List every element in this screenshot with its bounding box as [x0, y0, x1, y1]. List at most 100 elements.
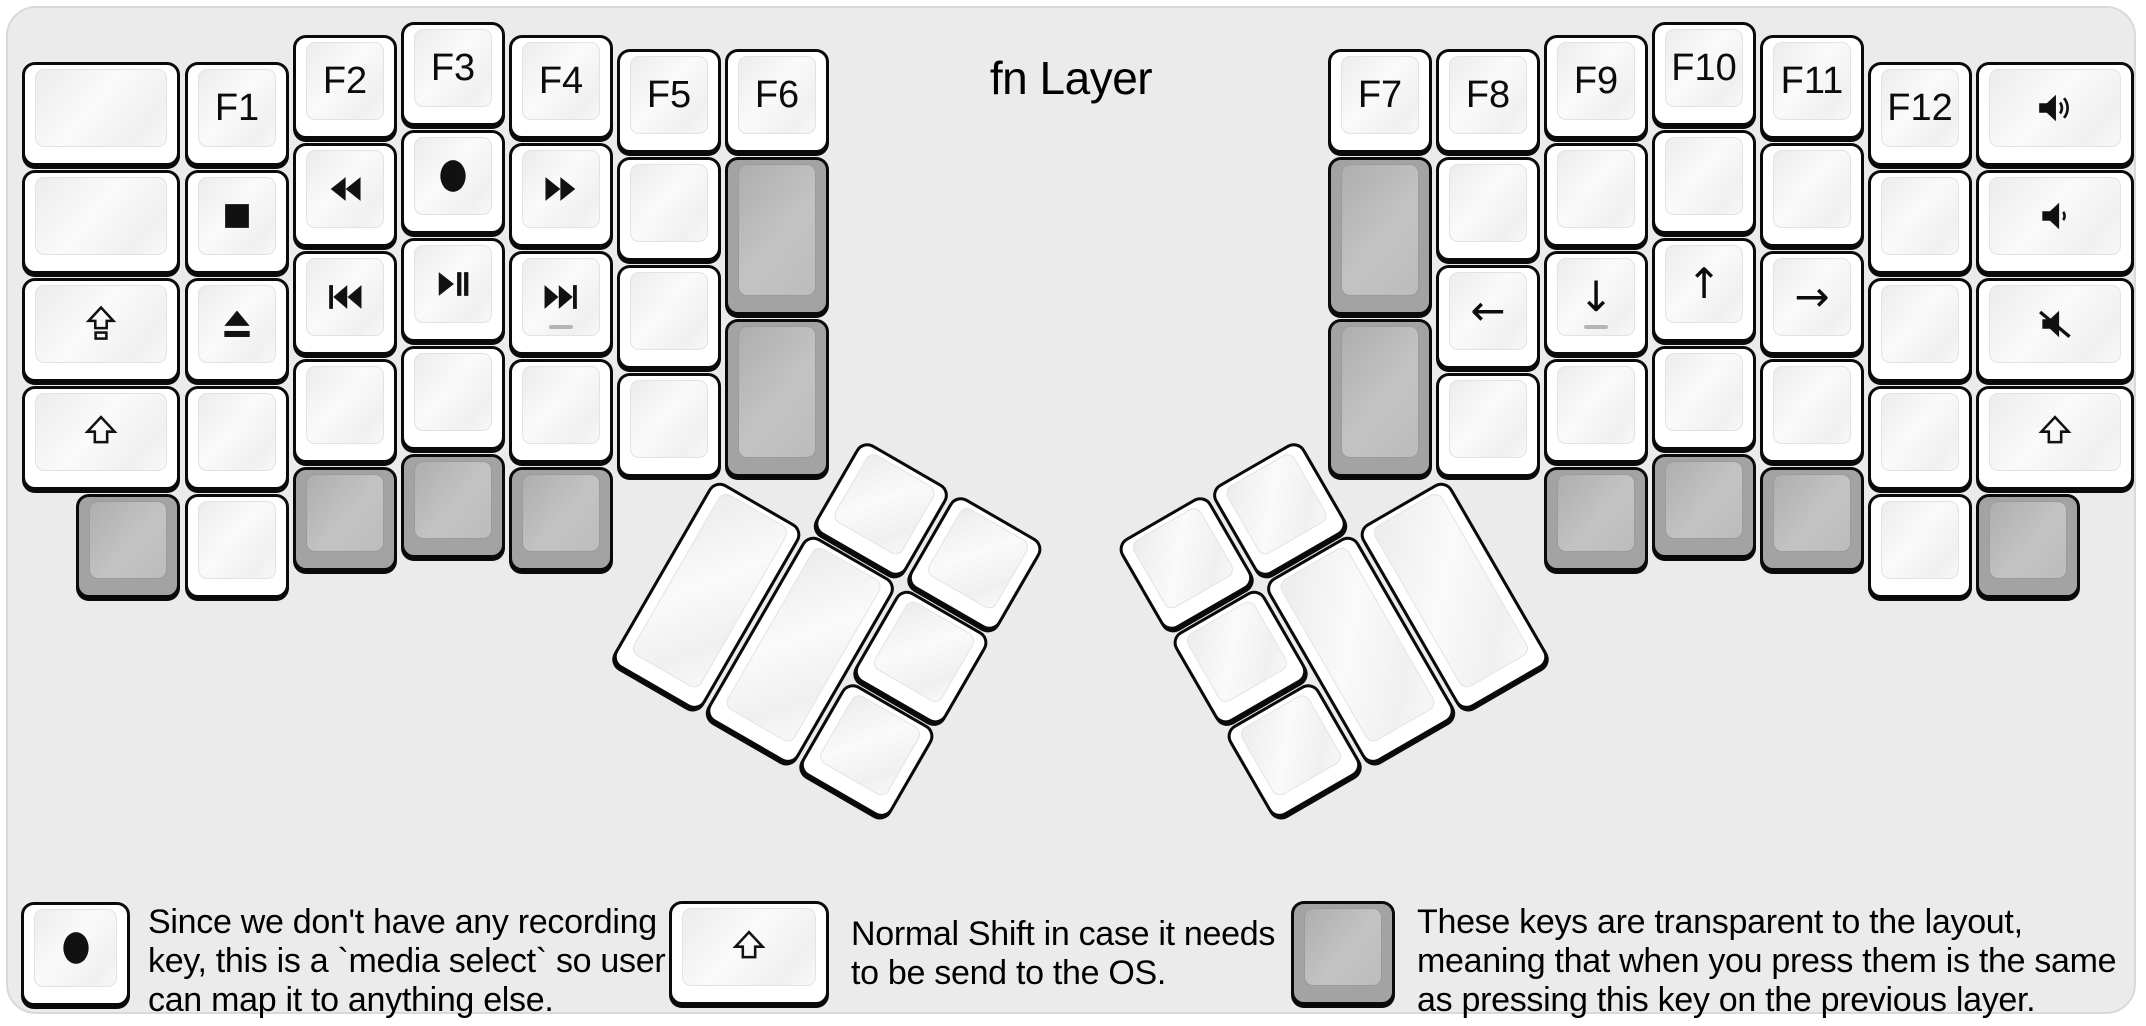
- keycap-surface: F10: [1665, 29, 1743, 107]
- key-stop[interactable]: [185, 170, 289, 274]
- key-blank[interactable]: [617, 265, 721, 369]
- key-blank[interactable]: [1436, 373, 1540, 477]
- key-transparent[interactable]: [725, 319, 829, 477]
- key-transparent[interactable]: [76, 494, 180, 598]
- key-transparent[interactable]: [725, 157, 829, 315]
- key-arrow-right[interactable]: →: [1760, 251, 1864, 355]
- key-f8[interactable]: F8: [1436, 49, 1540, 153]
- key-f5[interactable]: F5: [617, 49, 721, 153]
- key-volume-up[interactable]: [1976, 62, 2134, 166]
- keycap-surface: [306, 258, 384, 336]
- keycap-surface: [1881, 501, 1959, 579]
- legend-line: Normal Shift in case it needs: [851, 915, 1276, 953]
- key-blank[interactable]: [22, 62, 180, 166]
- key-blank[interactable]: [185, 386, 289, 490]
- legend-key-transparent[interactable]: [1291, 901, 1395, 1005]
- key-blank[interactable]: [509, 359, 613, 463]
- keycap-surface: [1341, 164, 1419, 296]
- key-f3[interactable]: F3: [401, 22, 505, 126]
- key-shift[interactable]: [22, 386, 180, 490]
- key-record[interactable]: [401, 130, 505, 234]
- key-blank[interactable]: [1652, 130, 1756, 234]
- key-blank[interactable]: [1652, 346, 1756, 450]
- key-arrow-up[interactable]: ↑: [1652, 238, 1756, 342]
- keycap-surface: ←: [1449, 272, 1527, 350]
- key-f11[interactable]: F11: [1760, 35, 1864, 139]
- key-transparent[interactable]: [293, 467, 397, 571]
- key-label: F3: [430, 47, 476, 89]
- keycap-surface: [1557, 474, 1635, 552]
- key-blank[interactable]: [1436, 157, 1540, 261]
- keycap-surface: [630, 164, 708, 242]
- key-blank[interactable]: [1544, 359, 1648, 463]
- key-f12[interactable]: F12: [1868, 62, 1972, 166]
- key-blank[interactable]: [617, 373, 721, 477]
- keycap-surface: [1557, 366, 1635, 444]
- keycap-surface: [1989, 285, 2121, 363]
- keycap-surface: F7: [1341, 56, 1419, 134]
- key-label: F9: [1573, 60, 1619, 102]
- key-label: F4: [538, 60, 584, 102]
- key-arrow-left[interactable]: ←: [1436, 265, 1540, 369]
- key-f6[interactable]: F6: [725, 49, 829, 153]
- key-blank[interactable]: [185, 494, 289, 598]
- key-label: F2: [322, 60, 368, 102]
- key-arrow-down[interactable]: ↓: [1544, 251, 1648, 355]
- key-blank[interactable]: [1868, 494, 1972, 598]
- key-transparent[interactable]: [1328, 319, 1432, 477]
- shift-icon: [84, 415, 118, 444]
- keycap-surface: [1989, 177, 2121, 255]
- keycap-surface: [1773, 474, 1851, 552]
- legend-line: Since we don't have any recording: [148, 903, 657, 941]
- keycap-surface: [414, 461, 492, 539]
- key-transparent[interactable]: [509, 467, 613, 571]
- keycap-surface: [1449, 380, 1527, 458]
- key-transparent[interactable]: [1976, 494, 2080, 598]
- key-blank[interactable]: [1760, 143, 1864, 247]
- play-pause-icon: [438, 272, 469, 296]
- key-f4[interactable]: F4: [509, 35, 613, 139]
- legend-key-record[interactable]: [21, 902, 130, 1006]
- keycap-surface: [1665, 353, 1743, 431]
- key-f1[interactable]: F1: [185, 62, 289, 166]
- key-transparent[interactable]: [401, 454, 505, 558]
- keycap-surface: [1989, 393, 2121, 471]
- keycap-surface: [1665, 461, 1743, 539]
- key-blank[interactable]: [293, 359, 397, 463]
- legend-line: can map it to anything else.: [148, 981, 554, 1019]
- rewind-icon: [330, 177, 361, 201]
- key-shift[interactable]: [1976, 386, 2134, 490]
- key-fast-forward[interactable]: [509, 143, 613, 247]
- key-play-pause[interactable]: [401, 238, 505, 342]
- keycap-surface: [1881, 177, 1959, 255]
- key-eject[interactable]: [185, 278, 289, 382]
- key-blank[interactable]: [1868, 386, 1972, 490]
- keycap-surface: F4: [522, 42, 600, 120]
- legend-key-shift[interactable]: [669, 901, 829, 1005]
- key-next-track[interactable]: [509, 251, 613, 355]
- key-blank[interactable]: [22, 170, 180, 274]
- key-transparent[interactable]: [1760, 467, 1864, 571]
- keycap-surface: →: [1773, 258, 1851, 336]
- key-blank[interactable]: [1760, 359, 1864, 463]
- record-icon: [440, 160, 466, 192]
- key-blank[interactable]: [1868, 170, 1972, 274]
- key-transparent[interactable]: [1652, 454, 1756, 558]
- key-f10[interactable]: F10: [1652, 22, 1756, 126]
- key-transparent[interactable]: [1544, 467, 1648, 571]
- key-mute[interactable]: [1976, 278, 2134, 382]
- key-transparent[interactable]: [1328, 157, 1432, 315]
- key-blank[interactable]: [401, 346, 505, 450]
- key-volume-down[interactable]: [1976, 170, 2134, 274]
- key-blank[interactable]: [617, 157, 721, 261]
- key-f7[interactable]: F7: [1328, 49, 1432, 153]
- key-caps-lock[interactable]: [22, 278, 180, 382]
- key-rewind[interactable]: [293, 143, 397, 247]
- keycap-surface: [89, 501, 167, 579]
- key-f9[interactable]: F9: [1544, 35, 1648, 139]
- keycap-surface: [1129, 505, 1237, 612]
- key-f2[interactable]: F2: [293, 35, 397, 139]
- key-prev-track[interactable]: [293, 251, 397, 355]
- key-blank[interactable]: [1544, 143, 1648, 247]
- key-blank[interactable]: [1868, 278, 1972, 382]
